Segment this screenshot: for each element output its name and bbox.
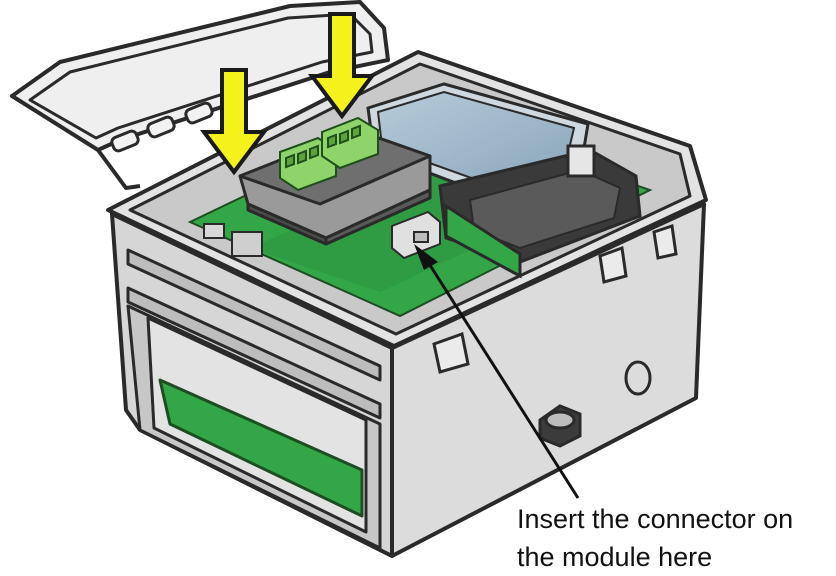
down-arrow-icon (200, 68, 268, 176)
terminal-block-right (321, 116, 379, 170)
latches (432, 224, 678, 374)
vent-hole (624, 360, 652, 396)
module-connector (391, 210, 441, 260)
pcb-chip (231, 231, 263, 257)
annotation-line-1: Insert the connector on (517, 504, 794, 534)
side-board (438, 144, 642, 279)
pointer-arrow-icon (414, 244, 580, 499)
enclosure-lid (10, 0, 390, 190)
down-arrow-icon (308, 12, 376, 120)
annotation-line-2: the module here (517, 542, 713, 572)
lid-hinges (110, 101, 214, 153)
lower-bay (126, 248, 382, 550)
annotation-caption: Insert the connector on the module here (517, 500, 836, 576)
